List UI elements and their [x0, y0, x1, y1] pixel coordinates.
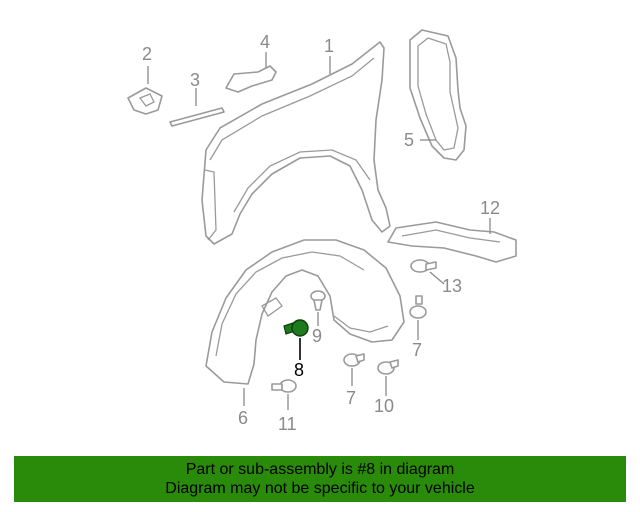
callout-2: 2	[142, 44, 152, 64]
leader-lines	[147, 52, 491, 410]
banner-line-part: Part or sub-assembly is #8 in diagram	[185, 461, 455, 478]
callout-6: 6	[238, 408, 248, 428]
parts-diagram: 2 3 4 1 5 12 13 9 8 7 7 10 6 11	[127, 29, 517, 434]
part-13-pin	[410, 259, 437, 273]
part-11-stud	[271, 379, 297, 393]
callout-10: 10	[374, 396, 394, 416]
part-7-pin-a	[409, 295, 427, 319]
callout-5: 5	[404, 130, 414, 150]
callout-7-right: 7	[412, 340, 422, 360]
part-10-pin	[377, 359, 399, 375]
callout-12: 12	[480, 198, 500, 218]
callout-4: 4	[260, 32, 270, 52]
callout-11: 11	[278, 414, 297, 434]
part-1-fender	[201, 41, 391, 245]
part-4-bracket	[225, 65, 277, 93]
part-2-clip	[127, 87, 163, 115]
part-3-rod	[169, 107, 225, 127]
callout-3: 3	[190, 70, 200, 90]
part-9-clip	[310, 290, 326, 311]
callout-8: 8	[294, 360, 304, 380]
callout-9: 9	[312, 326, 322, 346]
callouts: 2 3 4 1 5 12 13 9 8 7 7 10 6 11	[142, 32, 500, 434]
callout-1: 1	[324, 36, 334, 56]
part-5-seal	[409, 29, 467, 161]
callout-13: 13	[442, 276, 462, 296]
banner-line-disclaimer: Diagram may not be specific to your vehi…	[165, 480, 475, 497]
callout-7-lower: 7	[346, 388, 356, 408]
part-7-pin-b	[343, 353, 365, 367]
part-8-bolt	[283, 319, 309, 337]
part-12-shield	[387, 221, 517, 263]
part-6-wheelhouse-liner	[205, 239, 405, 385]
info-banner: Part or sub-assembly is #8 in diagram Di…	[14, 456, 626, 502]
